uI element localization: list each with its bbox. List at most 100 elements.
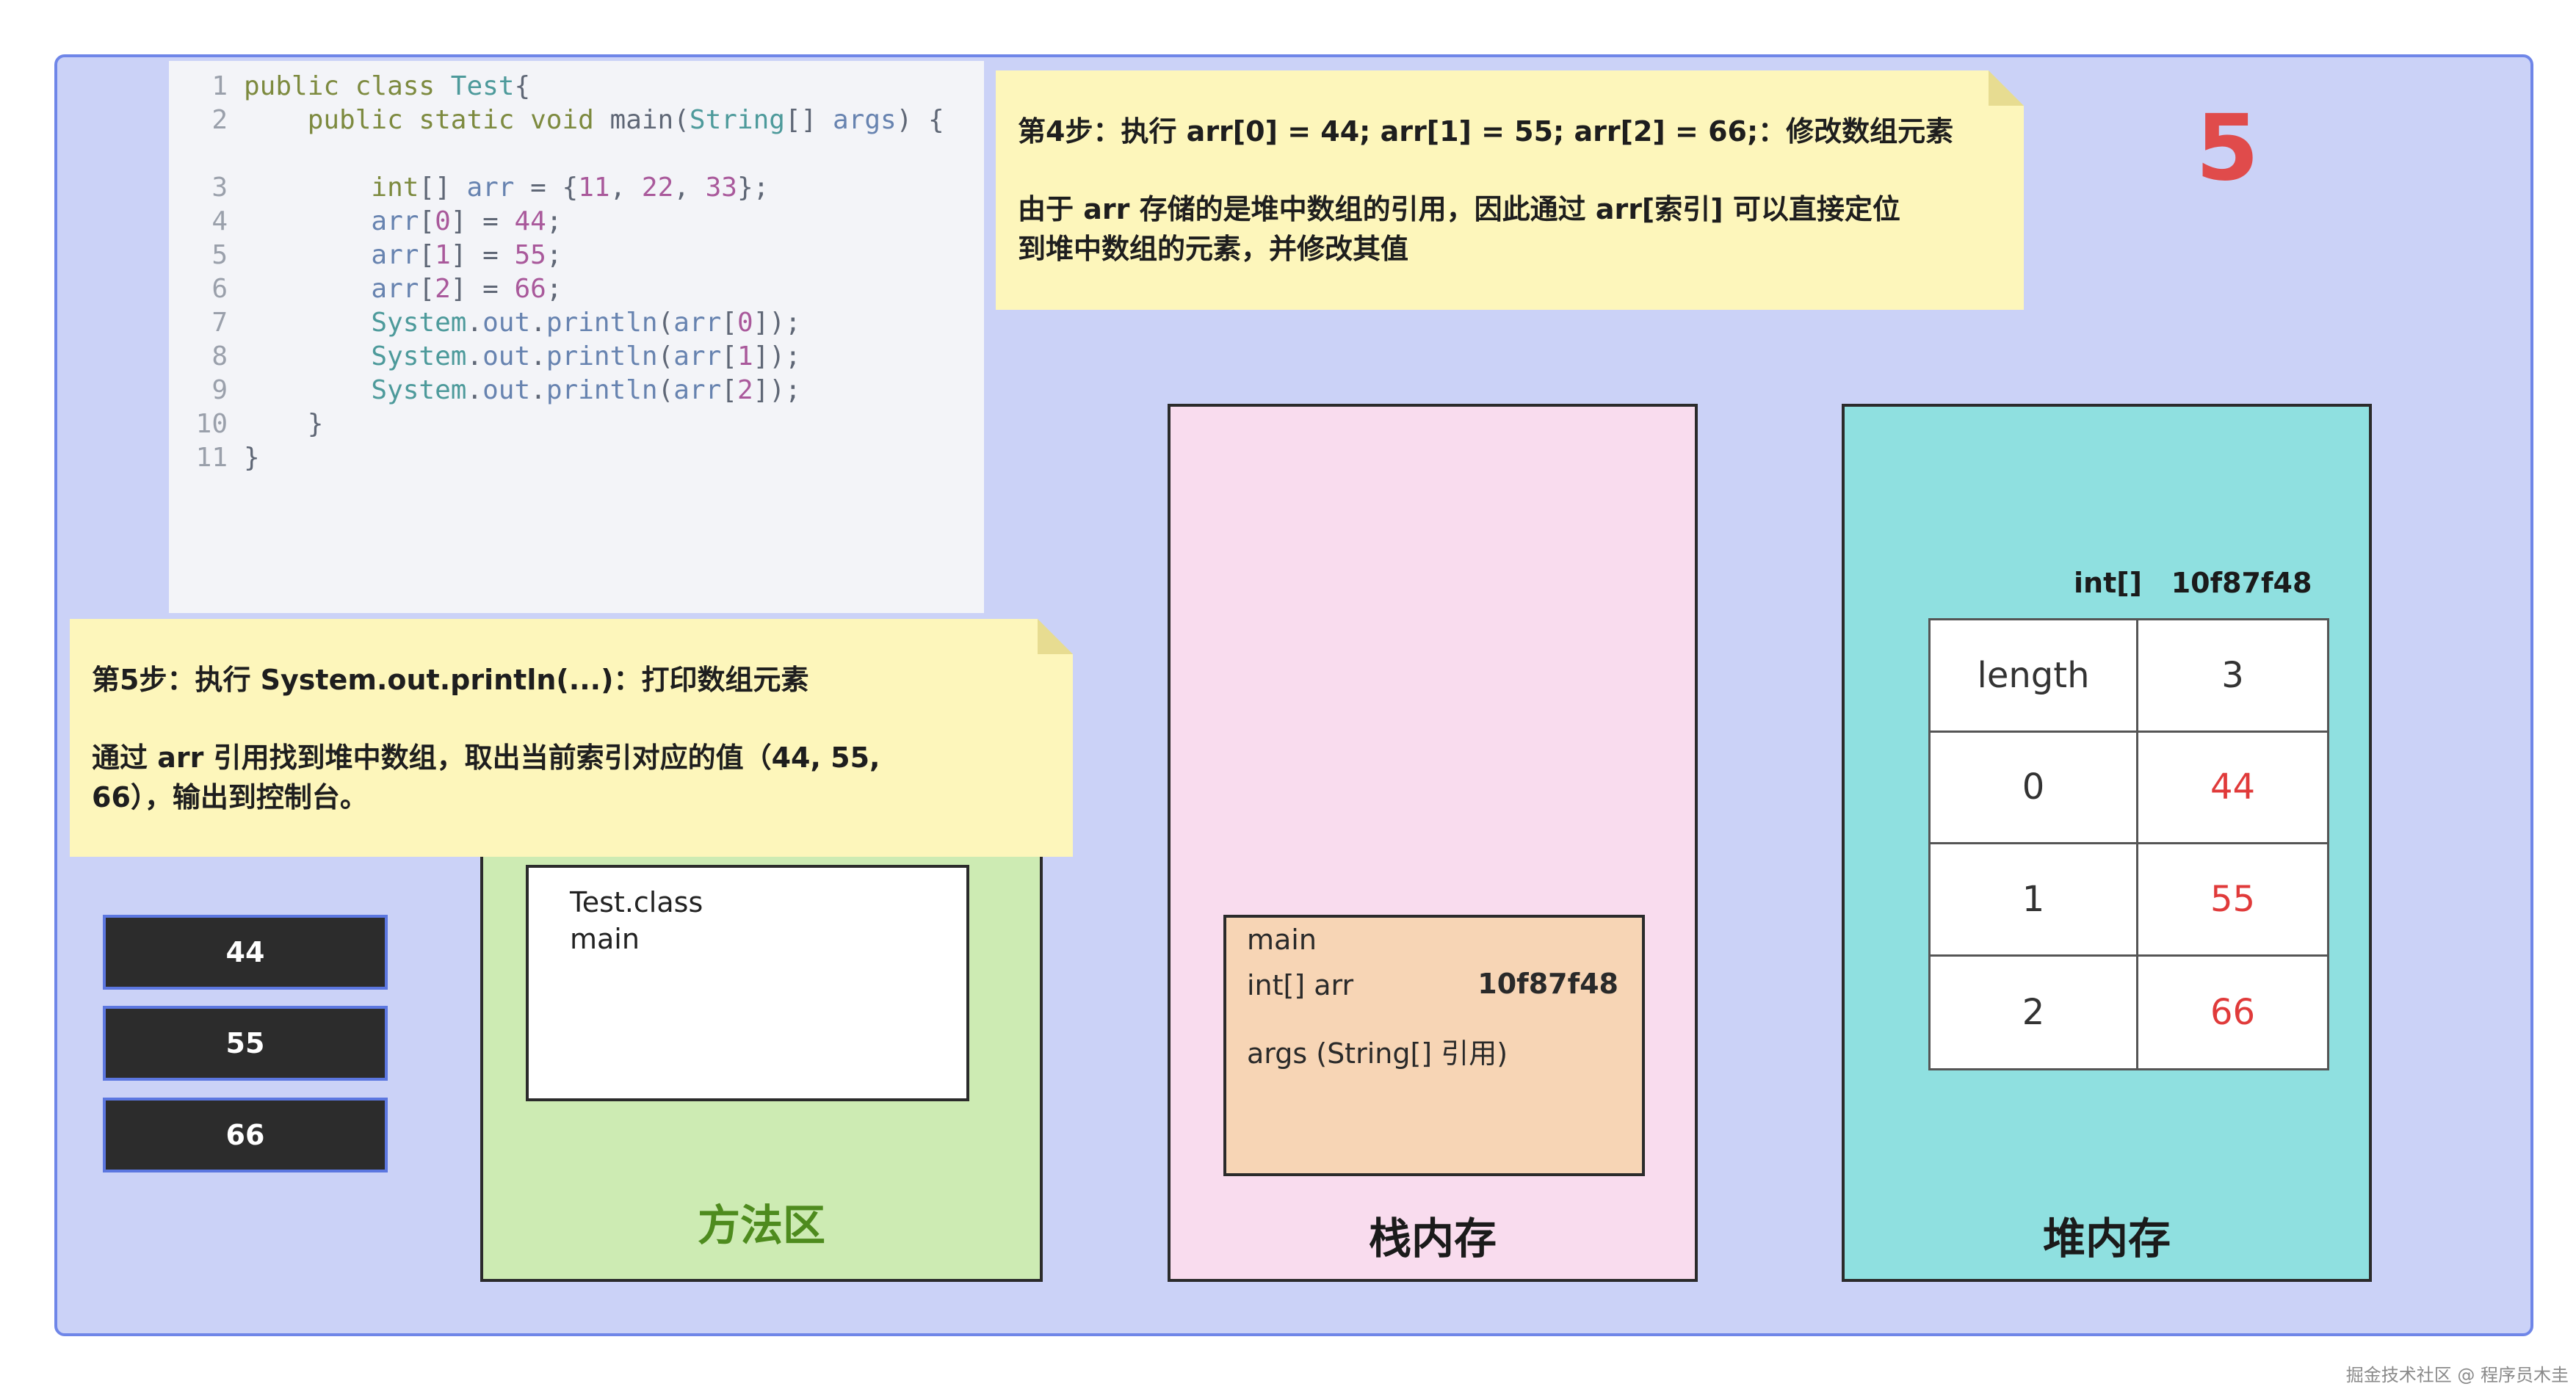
code-token: println: [546, 341, 658, 371]
code-token: ,: [673, 173, 706, 203]
console-output-line: 55: [103, 1006, 388, 1081]
class-name: Test.class: [570, 886, 703, 918]
code-token: };: [737, 173, 770, 203]
code-token: ] =: [450, 274, 515, 304]
code-token: }: [244, 409, 324, 439]
code-line: 5 arr[1] = 55;: [169, 239, 984, 272]
line-number: 5: [211, 240, 228, 270]
line-number: 6: [211, 274, 228, 304]
code-token: (: [657, 308, 674, 338]
code-token: [244, 240, 371, 270]
array-value-cell: 55: [2138, 844, 2327, 957]
code-token: .: [466, 375, 483, 405]
step5-heading: 第5步：执行 System.out.println(...)：打印数组元素: [92, 664, 809, 696]
code-token: System: [371, 375, 467, 405]
args-variable-label: args (String[] 引用): [1247, 1037, 1508, 1070]
code-token: .: [530, 375, 546, 405]
code-token: public class: [244, 71, 451, 101]
array-address: 10f87f48: [2171, 567, 2312, 599]
stack-title: 栈内存: [1368, 1214, 1497, 1264]
step5-note: 第5步：执行 System.out.println(...)：打印数组元素 通过…: [70, 619, 1073, 857]
code-token: [: [721, 341, 737, 371]
line-number: 1: [211, 71, 228, 101]
code-token: ] =: [450, 206, 515, 236]
array-index-cell: 1: [1931, 844, 2138, 957]
code-line: 6 arr[2] = 66;: [169, 272, 984, 306]
code-token: [244, 105, 308, 135]
code-token: ]);: [753, 308, 801, 338]
code-token: }: [244, 443, 260, 473]
code-token: [244, 206, 371, 236]
array-index-cell: 0: [1931, 732, 2138, 844]
code-token: println: [546, 308, 658, 338]
array-index-cell: length: [1931, 620, 2138, 733]
code-token: String: [689, 105, 785, 135]
code-token: (: [657, 375, 674, 405]
step5-body-line2: 66），输出到控制台。: [92, 781, 368, 813]
code-token: out: [482, 308, 531, 338]
arr-variable-label: int[] arr: [1247, 969, 1354, 1001]
method-name: main: [570, 923, 640, 955]
code-token: arr: [673, 308, 722, 338]
code-token: 1: [435, 240, 451, 270]
step4-heading: 第4步：执行 arr[0] = 44; arr[1] = 55; arr[2] …: [1018, 115, 1954, 148]
code-token: args: [832, 105, 897, 135]
array-header: int[] 10f87f48: [2074, 567, 2312, 599]
code-token: Test: [450, 71, 515, 101]
code-token: 44: [514, 206, 546, 236]
code-token: arr: [466, 173, 515, 203]
code-token: 22: [641, 173, 674, 203]
code-token: 1: [737, 341, 753, 371]
line-number: 8: [211, 341, 228, 371]
line-number: 4: [211, 206, 228, 236]
code-token: 2: [737, 375, 753, 405]
arr-reference-address: 10f87f48: [1477, 968, 1618, 1000]
step4-body-line2: 到堆中数组的元素，并修改其值: [1018, 233, 1409, 265]
code-token: System: [371, 308, 467, 338]
code-token: main(: [609, 105, 690, 135]
code-token: [244, 308, 371, 338]
method-area: Test.class main 方法区: [480, 844, 1043, 1282]
code-blank-line: [169, 137, 984, 171]
console-output-line: 66: [103, 1098, 388, 1172]
code-token: ) {: [896, 105, 944, 135]
code-token: .: [530, 341, 546, 371]
code-line: 8 System.out.println(arr[1]);: [169, 340, 984, 374]
code-token: [: [721, 308, 737, 338]
code-token: .: [530, 308, 546, 338]
code-token: ,: [609, 173, 642, 203]
array-index-cell: 2: [1931, 956, 2138, 1068]
watermark: 掘金技术社区 @ 程序员木圭: [2345, 1365, 2569, 1385]
step-number: 5: [2196, 95, 2260, 201]
code-token: out: [482, 341, 531, 371]
code-token: {: [514, 71, 531, 101]
code-token: arr: [371, 274, 419, 304]
code-token: ;: [546, 206, 562, 236]
code-token: []: [419, 173, 467, 203]
code-token: arr: [371, 240, 419, 270]
code-line: 4 arr[0] = 44;: [169, 205, 984, 239]
line-number: 10: [195, 409, 228, 439]
code-token: arr: [673, 341, 722, 371]
code-token: 0: [737, 308, 753, 338]
code-token: [244, 341, 371, 371]
code-token: ] =: [450, 240, 515, 270]
code-line: 9 System.out.println(arr[2]);: [169, 374, 984, 407]
array-value-cell: 3: [2138, 620, 2327, 733]
code-token: System: [371, 341, 467, 371]
code-line: 10 }: [169, 407, 984, 441]
code-token: [: [721, 375, 737, 405]
array-type: int[]: [2074, 567, 2142, 599]
console-output-line: 44: [103, 915, 388, 990]
code-token: [: [419, 240, 435, 270]
code-line: 11}: [169, 441, 984, 475]
array-value-cell: 44: [2138, 733, 2327, 844]
code-token: ]);: [753, 375, 801, 405]
code-token: 0: [435, 206, 451, 236]
code-token: println: [546, 375, 658, 405]
code-token: 2: [435, 274, 451, 304]
code-token: ]);: [753, 341, 801, 371]
step4-note: 第4步：执行 arr[0] = 44; arr[1] = 55; arr[2] …: [996, 70, 2024, 310]
code-token: ;: [546, 274, 562, 304]
